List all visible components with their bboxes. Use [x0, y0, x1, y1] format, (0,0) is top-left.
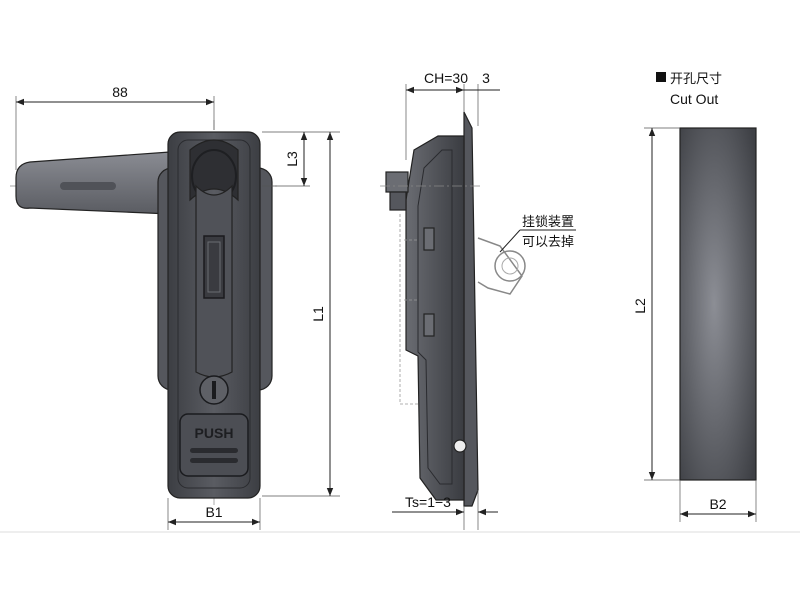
handle-slot [60, 182, 116, 190]
dim-B2-text: B2 [709, 496, 726, 512]
lever-window-inner [207, 241, 221, 293]
padlock-leader [499, 229, 521, 253]
padlock-device [477, 237, 526, 295]
side-hole [453, 439, 467, 453]
cutout-square-icon [656, 72, 666, 82]
dim-3-text: 3 [482, 70, 490, 86]
side-view [380, 111, 526, 507]
front-view: PUSH [10, 120, 280, 505]
cutout-shape [679, 127, 757, 481]
dim-L2-text: L2 [632, 298, 648, 314]
padlock-label-line1: 挂锁装置 [522, 214, 574, 230]
dim-CH-text: CH=30 [424, 70, 468, 86]
shaft-nut [385, 171, 409, 193]
hidden-bracket [399, 214, 418, 405]
dim-Ts-text: Ts=1−3 [405, 494, 451, 510]
dim-L3-text: L3 [284, 151, 300, 167]
cutout-view: 开孔尺寸 Cut Out L2 B2 [632, 72, 757, 522]
side-inner-contour [417, 149, 453, 485]
cutout-title-en: Cut Out [670, 91, 718, 107]
push-groove-2 [190, 458, 238, 463]
side-body [405, 135, 465, 501]
cutout-title-cn: 开孔尺寸 [670, 72, 722, 87]
stud-bolt-lower [423, 313, 435, 337]
stud-bolt-upper [423, 227, 435, 251]
push-label: PUSH [195, 425, 234, 441]
push-button [179, 413, 249, 477]
shaft-nut-lower [389, 191, 407, 211]
side-dimensions: CH=30 3 Ts=1−3 挂锁装置 可以去掉 [392, 70, 576, 530]
lever-window [203, 235, 225, 299]
dim-B1-text: B1 [205, 504, 222, 520]
dim-88-text: 88 [112, 84, 128, 100]
key-slot [212, 381, 216, 399]
front-dimensions: 88 L3 L1 B1 [15, 84, 340, 530]
dim-L1-text: L1 [310, 306, 326, 322]
padlock-label-line2: 可以去掉 [522, 235, 574, 250]
push-groove-1 [190, 448, 238, 453]
